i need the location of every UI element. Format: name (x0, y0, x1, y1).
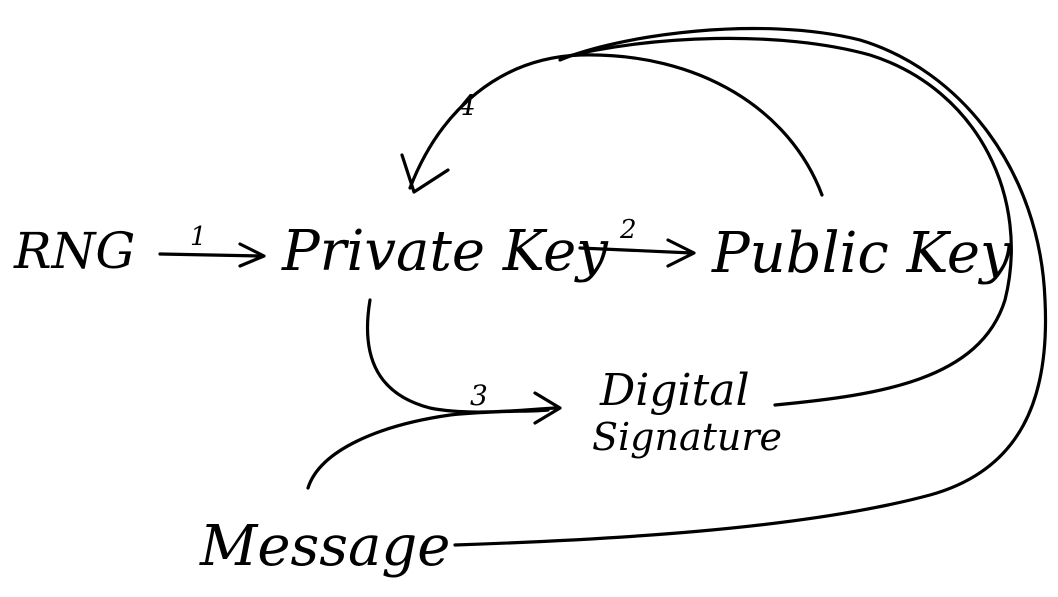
edge-message-to-signature (306, 408, 550, 490)
node-public-key: Public Key (711, 221, 1013, 286)
edge-rng-to-private-key (158, 242, 266, 268)
edge-label-4: 4 (457, 89, 476, 122)
edge-signature-loop (558, 36, 1013, 407)
node-digital-signature-line2: Signature (592, 415, 782, 459)
edge-message-loop (453, 26, 1048, 547)
edge-private-key-to-signature (365, 298, 562, 425)
node-rng: RNG (13, 222, 135, 280)
node-private-key: Private Key (281, 219, 609, 284)
node-digital-signature-line1: Digital (599, 365, 750, 416)
edge-label-1: 1 (190, 222, 207, 252)
edge-public-key-to-private-key (400, 53, 824, 197)
edge-private-to-public-key (578, 238, 696, 268)
node-message: Message (199, 514, 450, 579)
edge-label-2: 2 (619, 215, 637, 245)
edge-label-3: 3 (470, 379, 488, 412)
